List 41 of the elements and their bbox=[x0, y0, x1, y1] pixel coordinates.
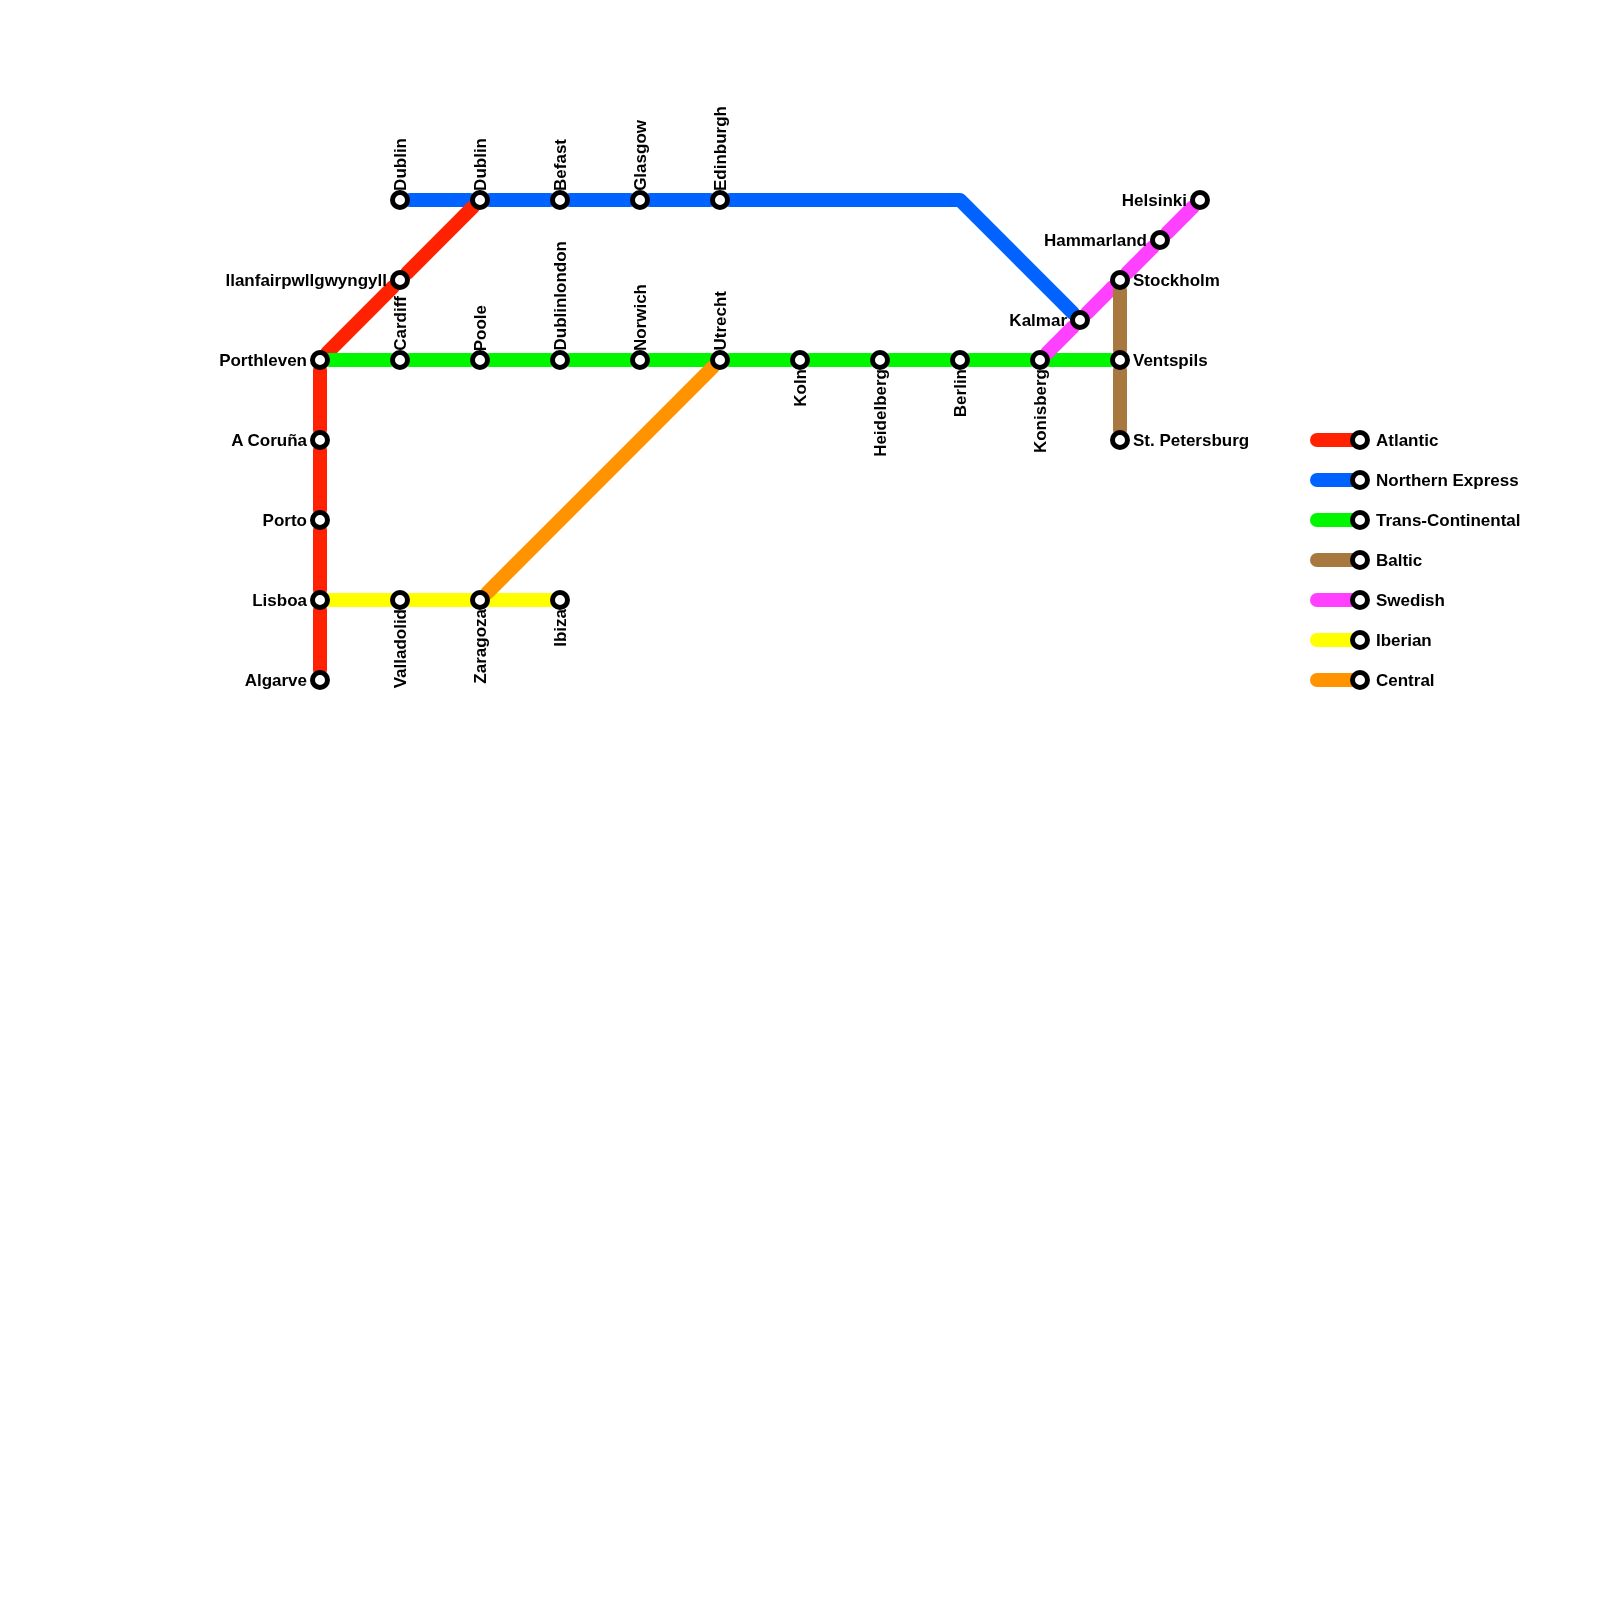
station-label: Stockholm bbox=[1133, 271, 1220, 289]
station-label: Glasgow bbox=[631, 120, 649, 191]
station-label: Cardiff bbox=[391, 296, 409, 351]
rail-line bbox=[400, 200, 480, 280]
station-label: Ventspils bbox=[1133, 351, 1208, 369]
rail-line bbox=[1160, 200, 1200, 240]
station-label: Berlin bbox=[951, 369, 969, 418]
station-label: Edinburgh bbox=[711, 106, 729, 191]
legend-label: Trans-Continental bbox=[1376, 512, 1521, 529]
legend-label: Atlantic bbox=[1376, 432, 1439, 449]
station-label: Porthleven bbox=[219, 351, 307, 369]
legend-label: Central bbox=[1376, 672, 1435, 689]
rail-line bbox=[1040, 320, 1080, 360]
station-label: Algarve bbox=[244, 671, 307, 689]
station-label: Ibiza bbox=[551, 609, 569, 647]
station-label: Norwich bbox=[631, 283, 649, 351]
station-label: Koln bbox=[791, 369, 809, 407]
station-label: Valladolid bbox=[391, 609, 409, 689]
station-label: Befast bbox=[551, 139, 569, 191]
legend-label: Iberian bbox=[1376, 632, 1432, 649]
station-label: St. Petersburg bbox=[1133, 431, 1250, 449]
legend-label: Swedish bbox=[1376, 592, 1445, 609]
station-label: Zaragoza bbox=[471, 609, 489, 684]
station-label: Konisberg bbox=[1031, 369, 1049, 454]
station-label: Helsinki bbox=[1121, 191, 1187, 209]
rail-line bbox=[1120, 240, 1160, 280]
station-label: Porto bbox=[262, 511, 307, 529]
station-label: Hammarland bbox=[1044, 231, 1147, 249]
station-label: Lisboa bbox=[252, 591, 307, 609]
station-label: Dublin bbox=[391, 138, 409, 191]
rail-line bbox=[480, 360, 720, 600]
station-label: Utrecht bbox=[711, 291, 729, 351]
station-label: Dublin bbox=[471, 138, 489, 191]
station-label: A Coruña bbox=[231, 431, 307, 449]
station-label: Heidelberg bbox=[871, 369, 889, 457]
station-label: Dublinlondon bbox=[551, 241, 569, 351]
station-label: llanfairpwllgwyngyll bbox=[225, 271, 387, 289]
station-label: Kalmar bbox=[1009, 311, 1067, 329]
legend-label: Northern Express bbox=[1376, 472, 1519, 489]
station-label: Poole bbox=[471, 304, 489, 351]
legend-label: Baltic bbox=[1376, 552, 1423, 569]
